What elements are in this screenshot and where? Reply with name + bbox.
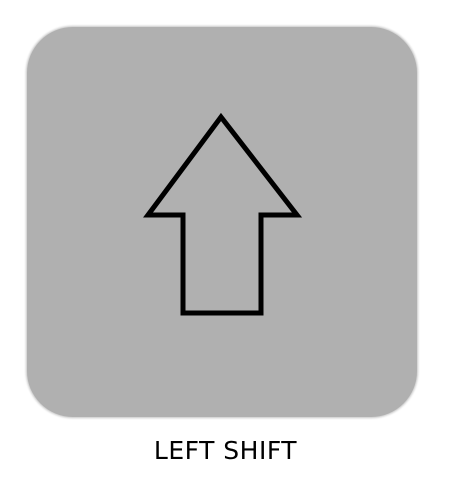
key-label: LEFT SHIFT <box>153 436 298 465</box>
left-shift-key[interactable] <box>27 27 417 417</box>
keycap-face[interactable] <box>27 27 417 417</box>
shift-arrow-up-icon <box>143 112 303 316</box>
